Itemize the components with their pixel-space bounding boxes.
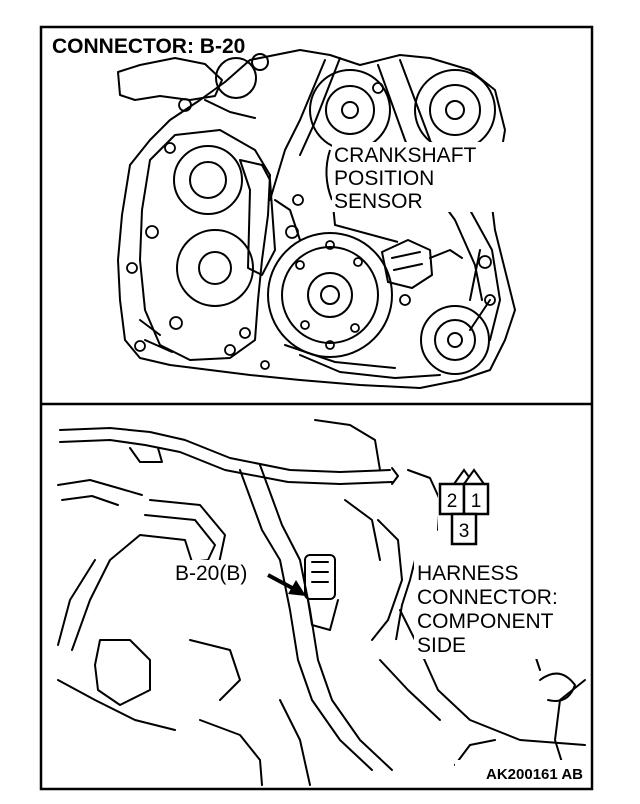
sensor-callout-line-1: CRANKSHAFT — [334, 144, 477, 167]
harness-callout-line-2: CONNECTOR: — [417, 586, 558, 609]
sensor-callout-line-3: SENSOR — [334, 190, 423, 213]
figure-code: AK200161 AB — [486, 766, 583, 783]
pin-label-1: 1 — [471, 491, 482, 512]
harness-callout-line-1: HARNESS — [417, 562, 519, 585]
harness-leader-line — [395, 559, 416, 641]
harness-callout-line-3: COMPONENT — [417, 610, 554, 633]
connector-pin-1 — [462, 482, 490, 516]
engine-bolt-holes — [126, 82, 496, 370]
harness-callout-line-4: SIDE — [417, 634, 466, 657]
connector-label: B-20(B) — [172, 560, 264, 585]
pin-label-3: 3 — [459, 521, 470, 542]
figure-frame — [39, 25, 594, 791]
pin-label-2: 2 — [447, 491, 458, 512]
connector-title: CONNECTOR: B-20 — [52, 35, 245, 58]
harness-callout: HARNESS CONNECTOR: COMPONENT SIDE — [414, 559, 586, 659]
connector-pin-3 — [450, 512, 478, 546]
connector-arrow — [267, 573, 306, 596]
connector-face-symbol: 2 1 3 — [438, 468, 491, 547]
engine-front-illustration — [117, 49, 516, 389]
sensor-callout: CRANKSHAFT POSITION SENSOR — [332, 142, 508, 213]
connector-id-label: B-20(B) — [175, 562, 247, 585]
sensor-callout-line-2: POSITION — [334, 167, 434, 190]
